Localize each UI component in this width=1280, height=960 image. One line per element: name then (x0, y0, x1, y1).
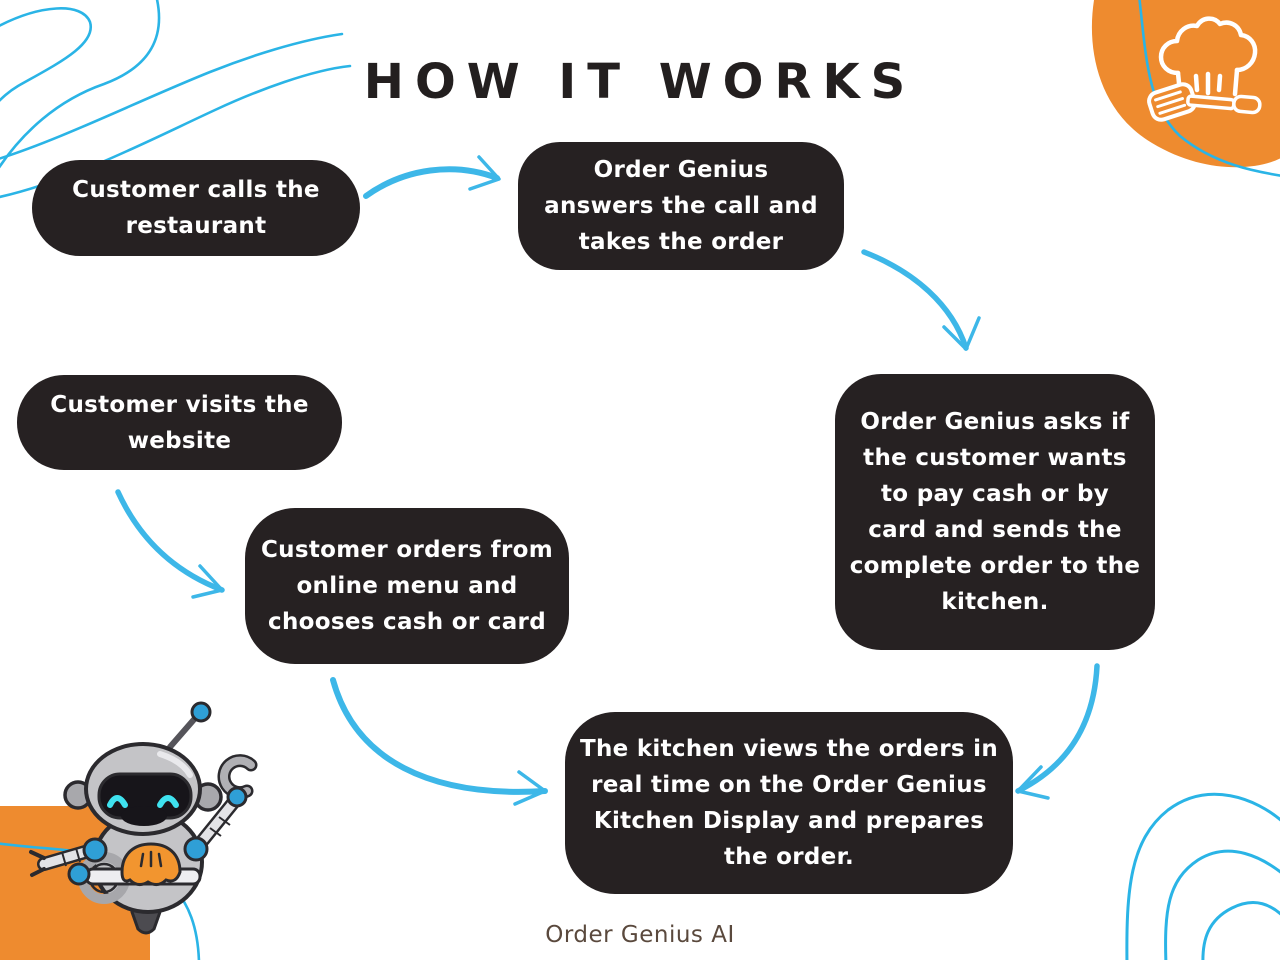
flow-arrows (115, 155, 1100, 806)
robot-right-arm (192, 754, 258, 852)
wave-lines-bottom-right (1125, 792, 1280, 960)
robot-eyes (107, 795, 179, 808)
node-customer-visits: Customer visits the website (17, 375, 342, 470)
arrow-visits-to-orders (115, 489, 225, 599)
node-kitchen-display: The kitchen views the orders in real tim… (565, 712, 1013, 894)
spatula-icon (1147, 82, 1262, 122)
robot-left-arm (29, 837, 108, 886)
arrow-calls-to-answers (363, 155, 501, 199)
accent-line-top-right (1138, 0, 1280, 177)
robot-mascot (29, 701, 258, 935)
arrow-orders-to-kitchen (330, 677, 548, 806)
node-customer-calls: Customer calls the restaurant (32, 160, 360, 256)
node-genius-payment: Order Genius asks if the customer wants … (835, 374, 1155, 650)
arrow-payment-to-kitchen (1015, 663, 1100, 800)
node-genius-answers: Order Genius answers the call and takes … (518, 142, 844, 270)
page-title: HOW IT WORKS (363, 54, 917, 110)
node-customer-orders: Customer orders from online menu and cho… (245, 508, 569, 664)
brand-label: Order Genius AI (545, 922, 735, 948)
robot-pie (120, 842, 182, 887)
arrow-answers-to-payment (861, 249, 981, 351)
